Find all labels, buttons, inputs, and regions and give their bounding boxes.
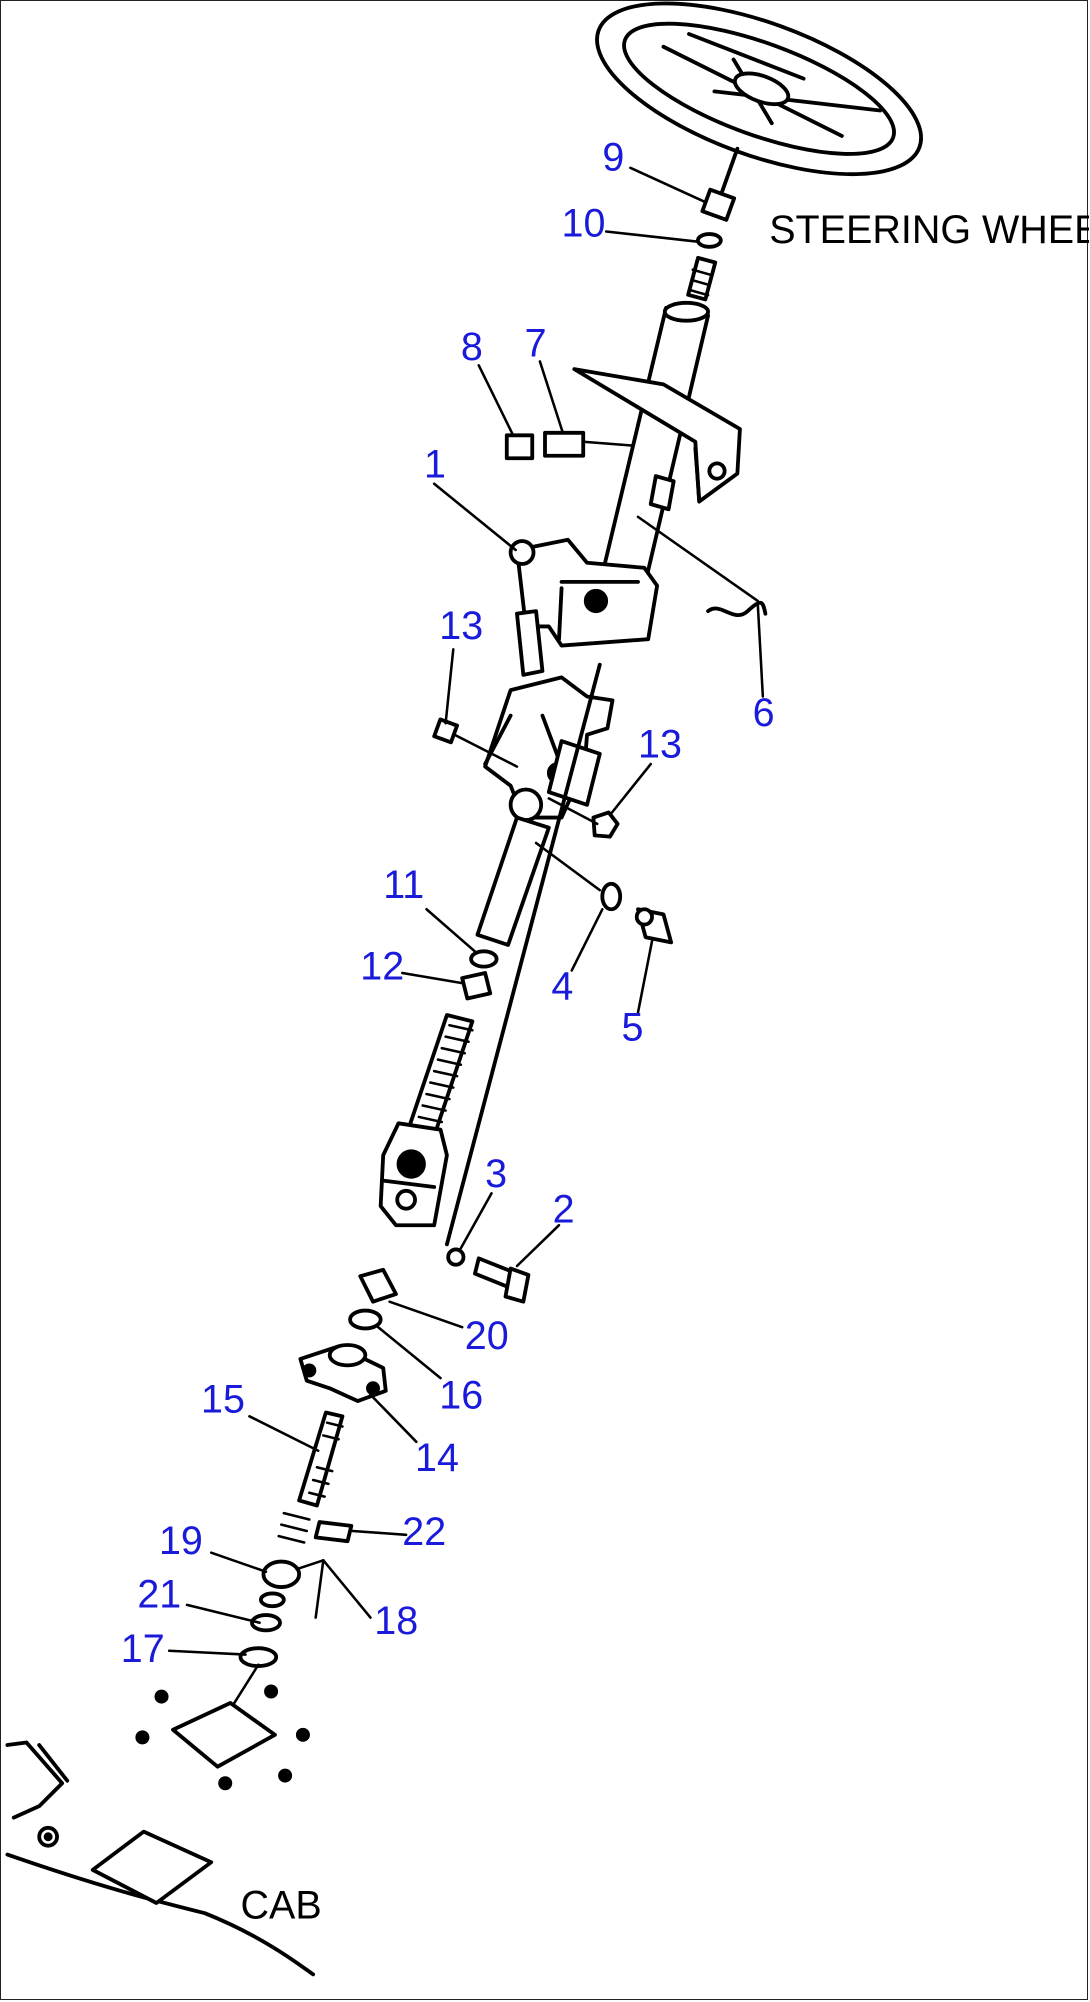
callout-8: 8 xyxy=(461,325,483,369)
callout-17: 17 xyxy=(121,1627,165,1671)
callout-13-right: 13 xyxy=(638,723,682,767)
cab-label: CAB xyxy=(241,1883,322,1927)
cab-outline xyxy=(5,1740,316,1977)
callout-2: 2 xyxy=(553,1188,575,1232)
leader-lines xyxy=(167,166,765,1656)
callout-22: 22 xyxy=(402,1510,446,1554)
callout-1: 1 xyxy=(424,442,446,486)
callout-9: 9 xyxy=(602,135,624,179)
callout-13-left: 13 xyxy=(439,604,483,648)
steering-wheel-label: STEERING WHEEL xyxy=(769,208,1089,252)
callout-10: 10 xyxy=(562,202,606,246)
callout-7: 7 xyxy=(525,321,547,365)
callout-19: 19 xyxy=(159,1519,203,1563)
callout-20: 20 xyxy=(465,1314,509,1358)
callout-12: 12 xyxy=(360,944,404,988)
callout-16: 16 xyxy=(439,1374,483,1418)
callout-14: 14 xyxy=(415,1436,459,1480)
callout-5: 5 xyxy=(621,1005,643,1049)
callout-3: 3 xyxy=(485,1152,507,1196)
callout-15: 15 xyxy=(201,1378,245,1422)
steering-wheel xyxy=(595,1,923,177)
callout-numbers: 1 2 3 4 5 6 7 8 9 10 11 12 13 13 14 15 1… xyxy=(121,135,775,1671)
callout-21: 21 xyxy=(137,1572,181,1616)
callout-18: 18 xyxy=(374,1599,418,1643)
callout-4: 4 xyxy=(551,965,573,1009)
callout-6: 6 xyxy=(753,691,775,735)
callout-11: 11 xyxy=(383,863,424,907)
